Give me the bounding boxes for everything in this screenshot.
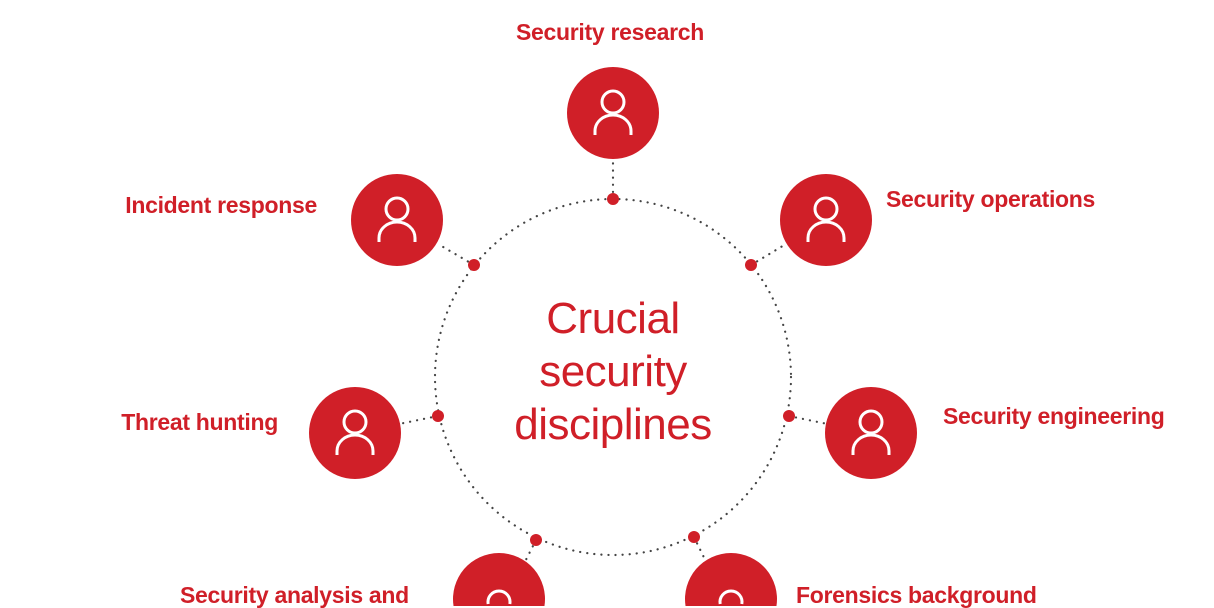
connector-dot bbox=[468, 259, 480, 271]
person-icon bbox=[593, 89, 633, 135]
label-incident-response: Incident response bbox=[125, 192, 317, 218]
person-head bbox=[486, 589, 512, 605]
center-line: security bbox=[539, 347, 687, 396]
person-icon bbox=[718, 589, 744, 605]
connector-dot bbox=[783, 410, 795, 422]
label-security-analysis: Security analysis and bbox=[180, 582, 409, 608]
person-icon bbox=[851, 409, 891, 455]
label-security-operations: Security operations bbox=[886, 186, 1096, 212]
connector-dot bbox=[607, 193, 619, 205]
discipline-node bbox=[685, 553, 777, 606]
center-line: disciplines bbox=[514, 400, 712, 449]
label-security-engineering: Security engineering bbox=[943, 403, 1165, 429]
center-line: Crucial bbox=[546, 294, 680, 343]
connector-line bbox=[437, 243, 476, 267]
person-head bbox=[858, 409, 884, 435]
person-head bbox=[384, 196, 410, 222]
label-security-research: Security research bbox=[516, 19, 704, 45]
person-head bbox=[718, 589, 744, 605]
person-body bbox=[806, 220, 846, 242]
person-body bbox=[851, 433, 891, 455]
connector-dot bbox=[530, 534, 542, 546]
person-icon bbox=[806, 196, 846, 242]
connector-line bbox=[400, 414, 440, 425]
person-icon bbox=[335, 409, 375, 455]
person-body bbox=[377, 220, 417, 242]
person-icon bbox=[377, 196, 417, 242]
discipline-node bbox=[453, 553, 545, 606]
person-head bbox=[813, 196, 839, 222]
connector-line bbox=[749, 243, 786, 267]
connector-line bbox=[692, 535, 712, 571]
person-icon bbox=[486, 589, 512, 605]
label-forensics-background: Forensics background bbox=[796, 582, 1037, 608]
connector-dot bbox=[688, 531, 700, 543]
person-body bbox=[593, 113, 633, 135]
label-threat-hunting: Threat hunting bbox=[121, 409, 278, 435]
connector-dot bbox=[432, 410, 444, 422]
person-body bbox=[335, 433, 375, 455]
person-head bbox=[600, 89, 626, 115]
connector-dot bbox=[745, 259, 757, 271]
center-title: Crucial security disciplines bbox=[463, 292, 763, 451]
person-head bbox=[342, 409, 368, 435]
